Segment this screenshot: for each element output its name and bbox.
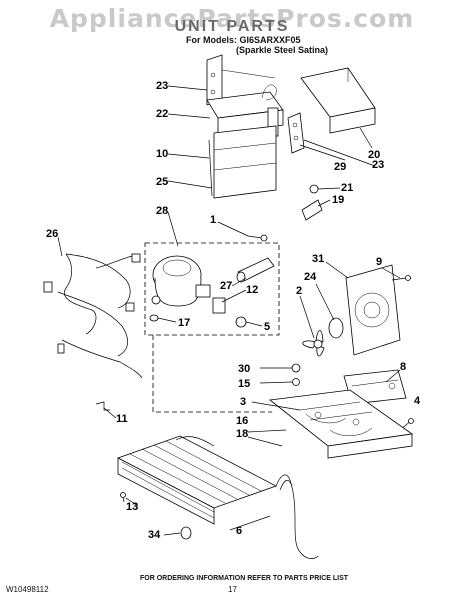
screw-13 bbox=[120, 491, 126, 503]
callout-8: 8 bbox=[400, 361, 406, 373]
page-number: 17 bbox=[228, 585, 237, 594]
overload-relay bbox=[212, 297, 247, 328]
grommet-34 bbox=[180, 526, 192, 540]
grommet-17 bbox=[149, 314, 159, 322]
grommet-30 bbox=[291, 363, 301, 373]
callout-labels: 23 22 10 25 28 1 26 27 12 17 5 2 24 31 9… bbox=[46, 80, 421, 541]
side-bracket bbox=[287, 112, 305, 154]
callout-2: 2 bbox=[296, 285, 302, 297]
callout-5: 5 bbox=[264, 321, 270, 333]
fan-motor bbox=[328, 317, 344, 339]
start-device bbox=[236, 257, 275, 283]
page-title: UNIT PARTS bbox=[174, 18, 290, 35]
callout-23-right: 23 bbox=[372, 159, 384, 171]
callout-18: 18 bbox=[236, 428, 248, 440]
compressor bbox=[151, 255, 211, 307]
screw-1 bbox=[247, 234, 268, 242]
callout-28: 28 bbox=[156, 205, 168, 217]
compressor-group-box bbox=[144, 242, 280, 336]
wiring-harness bbox=[43, 253, 143, 379]
callout-25: 25 bbox=[156, 176, 168, 188]
callout-22: 22 bbox=[156, 108, 168, 120]
callout-24: 24 bbox=[304, 271, 317, 283]
base-group-boundary bbox=[152, 335, 272, 413]
callout-15: 15 bbox=[238, 378, 250, 390]
callout-23: 23 bbox=[156, 80, 168, 92]
models-label: For Models: GI6SARXXF05 bbox=[186, 35, 301, 45]
callout-31: 31 bbox=[312, 253, 324, 265]
callout-27: 27 bbox=[220, 280, 232, 292]
fastener-21 bbox=[301, 184, 323, 221]
callout-4: 4 bbox=[414, 395, 421, 407]
mounting-bracket bbox=[206, 54, 284, 137]
fan-shroud bbox=[345, 264, 411, 356]
model-variant: (Sparkle Steel Satina) bbox=[236, 45, 329, 55]
callout-16: 16 bbox=[236, 415, 248, 427]
callout-1: 1 bbox=[210, 214, 216, 226]
models-prefix: For Models: bbox=[186, 35, 237, 45]
callout-9: 9 bbox=[376, 256, 382, 268]
callout-34: 34 bbox=[148, 529, 161, 541]
condenser-panel bbox=[208, 125, 277, 199]
ordering-note: FOR ORDERING INFORMATION REFER TO PARTS … bbox=[140, 575, 349, 582]
condenser-coil bbox=[117, 435, 277, 525]
callout-17: 17 bbox=[178, 317, 190, 329]
callout-12: 12 bbox=[246, 284, 258, 296]
base-pan bbox=[269, 389, 414, 459]
model-number: GI6SARXXF05 bbox=[239, 35, 301, 45]
callout-30: 30 bbox=[238, 363, 250, 375]
callout-11: 11 bbox=[116, 413, 128, 425]
callout-29: 29 bbox=[334, 161, 346, 173]
callout-13: 13 bbox=[126, 501, 138, 513]
watermark: AppliancePartsPros.com bbox=[49, 4, 415, 33]
callout-3: 3 bbox=[240, 396, 246, 408]
screw-4 bbox=[399, 418, 414, 431]
leader-lines bbox=[57, 85, 401, 536]
right-cover bbox=[300, 67, 376, 134]
drain-tube bbox=[275, 474, 319, 559]
callout-26: 26 bbox=[46, 228, 58, 240]
callout-10: 10 bbox=[156, 148, 168, 160]
clip-11 bbox=[95, 401, 110, 411]
callout-21: 21 bbox=[341, 182, 353, 194]
doc-number: W10498112 bbox=[6, 585, 49, 594]
callout-6: 6 bbox=[236, 525, 242, 537]
callout-19: 19 bbox=[332, 194, 344, 206]
fan-blade bbox=[302, 330, 325, 357]
grommet-15 bbox=[292, 378, 300, 386]
callout-20: 20 bbox=[368, 149, 380, 161]
